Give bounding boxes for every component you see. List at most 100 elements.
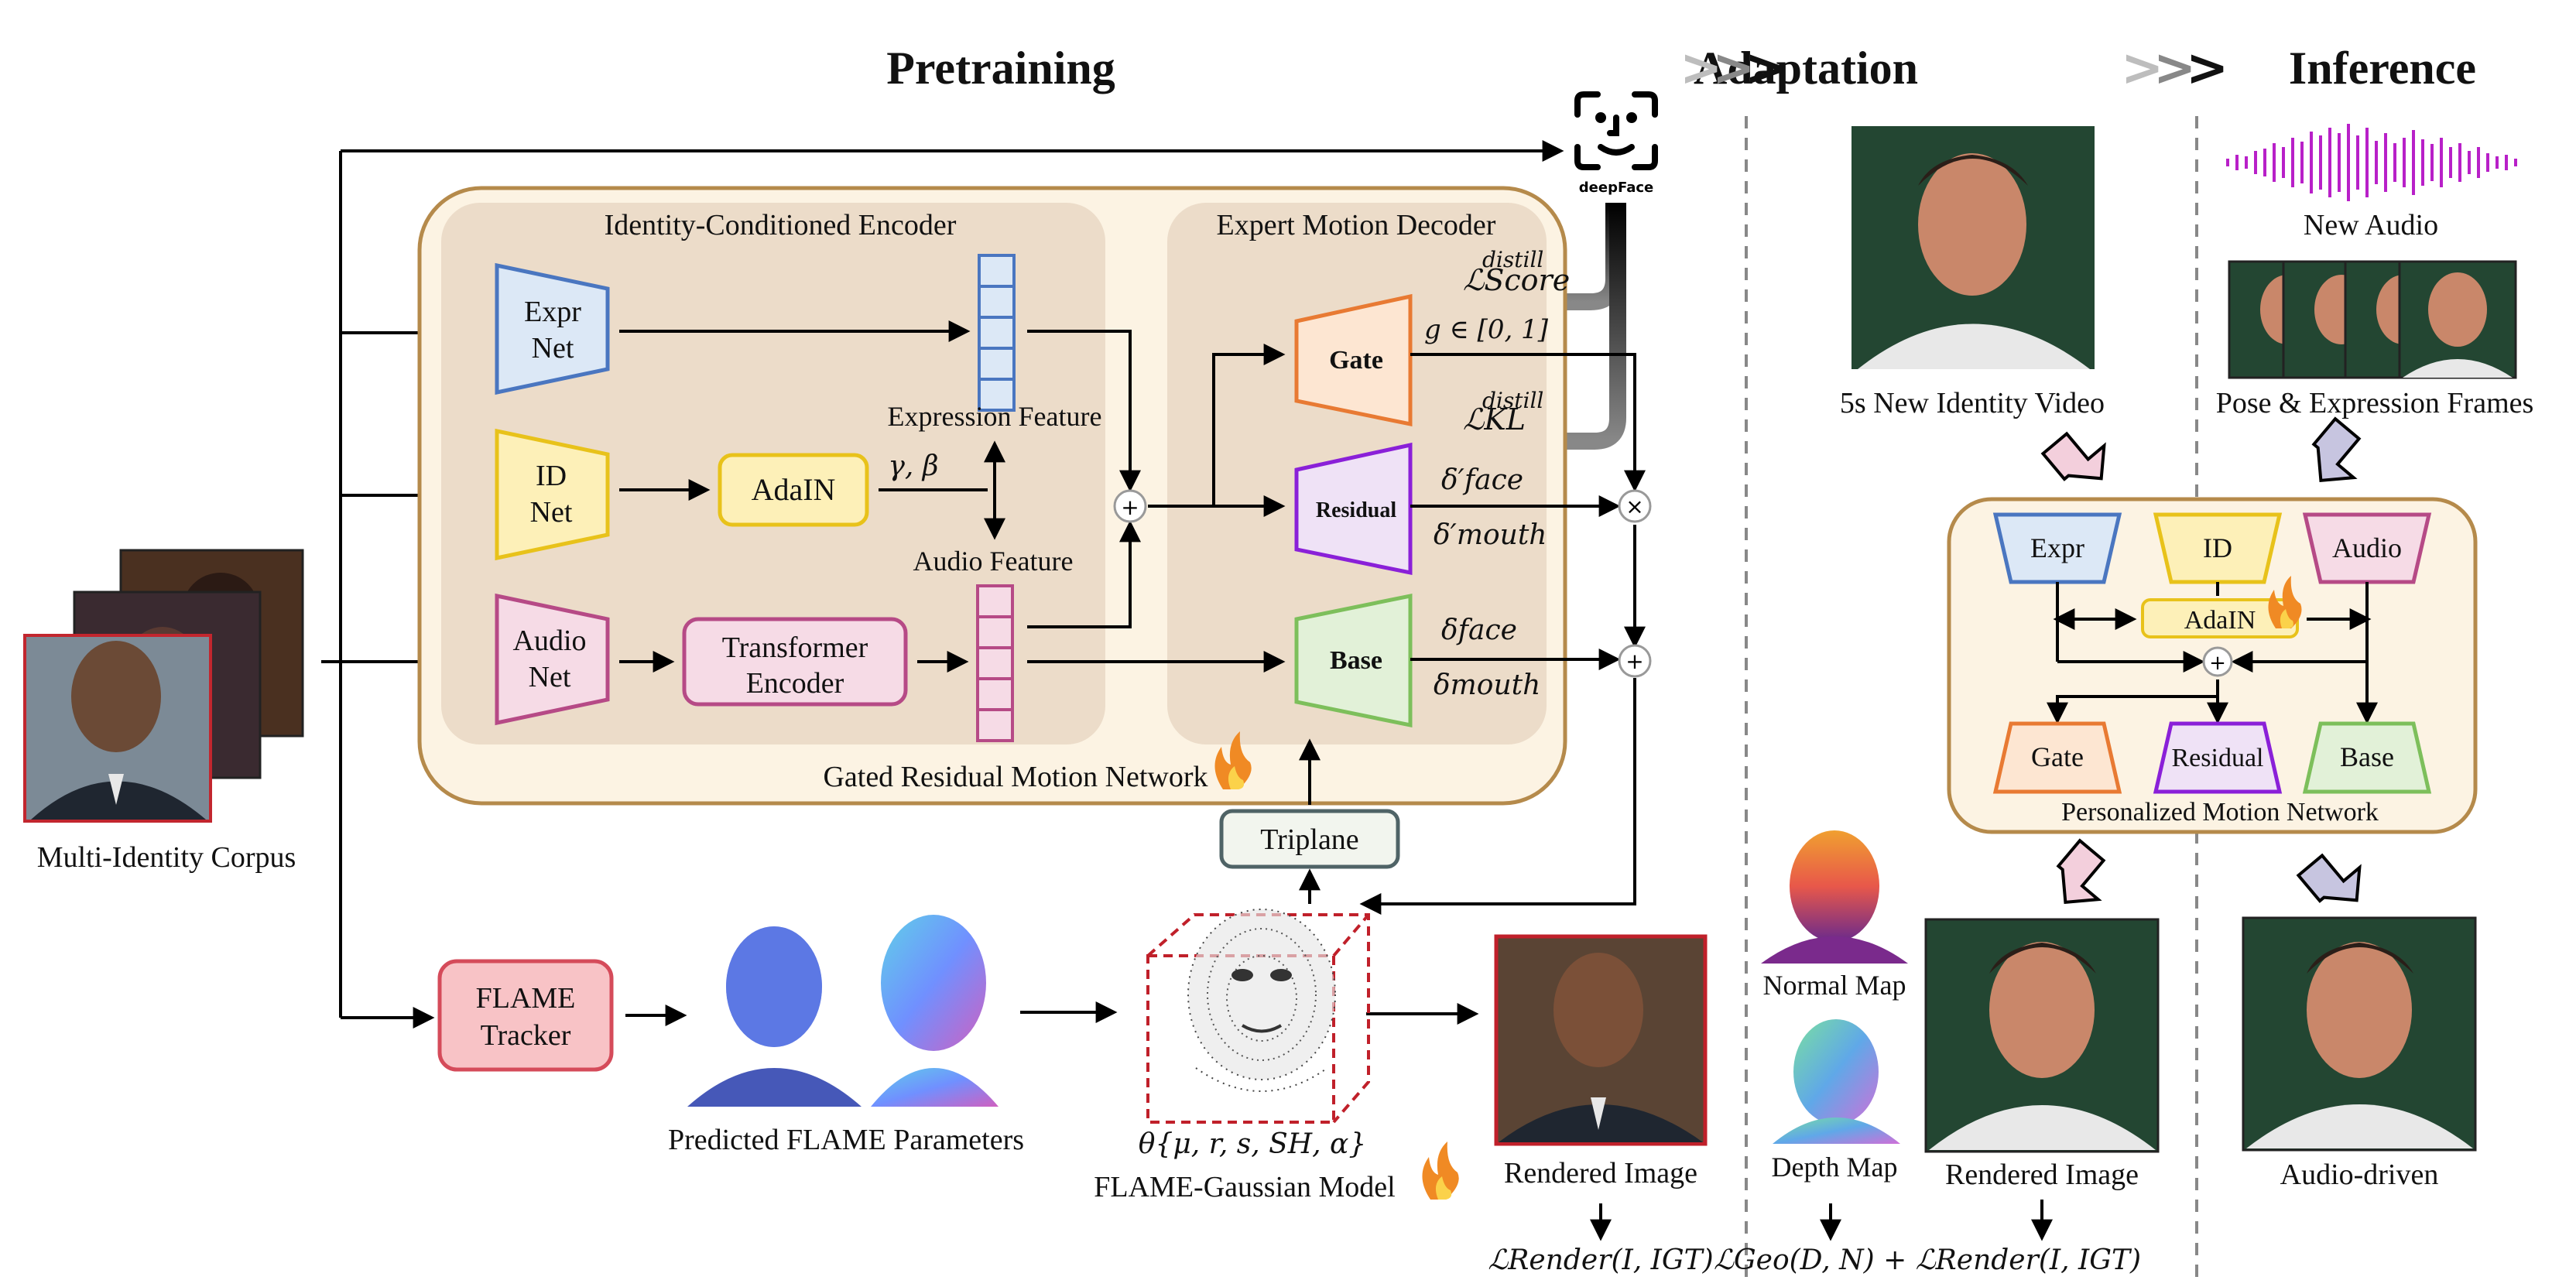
corpus-label: Multi-Identity Corpus — [37, 841, 296, 874]
loss-score: ℒScore distill — [1463, 247, 1570, 297]
audio-driven-output — [2242, 916, 2477, 1152]
svg-text:>: > — [1745, 38, 1787, 98]
decoder-arrows — [1299, 353, 1646, 915]
depth-map — [1773, 1019, 1900, 1144]
deepface-label: deepFace — [1579, 180, 1653, 196]
transformer-encoder — [682, 617, 908, 707]
svg-text:>: > — [2186, 38, 2228, 98]
pmn-audio — [2302, 512, 2432, 584]
predicted-flame-label: Predicted FLAME Parameters — [668, 1124, 1024, 1156]
base-label: Base — [1330, 646, 1382, 675]
audio-feature-vector — [976, 584, 1014, 742]
title-inference: Inference — [2289, 43, 2476, 94]
expr-net-label-1: Expr — [524, 296, 581, 328]
pose-expression-frames — [2228, 260, 2517, 379]
video-label: 5s New Identity Video — [1840, 387, 2105, 419]
times-node: × — [1618, 489, 1652, 523]
audio-feature-label: Audio Feature — [913, 546, 1074, 577]
gamma-beta-label: γ, β — [888, 450, 938, 482]
pmn-audio-label: Audio — [2332, 532, 2402, 563]
audio-driven-label: Audio-driven — [2280, 1159, 2439, 1191]
flame-icon-gaussian — [1422, 1142, 1459, 1200]
svg-text:×: × — [1625, 494, 1643, 519]
normal-map-label: Normal Map — [1763, 970, 1906, 1001]
pmn-expr-label: Expr — [2030, 532, 2084, 563]
new-audio-label: New Audio — [2304, 209, 2438, 241]
svg-text:>: > — [2153, 38, 2196, 98]
triplane-box — [1219, 809, 1400, 869]
rendered-image-label-pre: Rendered Image — [1504, 1157, 1697, 1189]
infer-arrow-in — [2311, 416, 2362, 483]
pmn-flame-icon — [2268, 576, 2302, 628]
residual-expert — [1294, 442, 1413, 576]
audio-net — [495, 593, 610, 726]
adapt-arrow-in — [2040, 431, 2106, 481]
pmn-plus-node: + — [2202, 646, 2233, 677]
title-adaptation: Adaptation — [1694, 43, 1918, 94]
corpus-stack — [23, 549, 304, 823]
triplane-label: Triplane — [1260, 823, 1358, 856]
flame-icon — [1214, 731, 1252, 789]
encoder-title: Identity-Conditioned Encoder — [605, 209, 957, 241]
svg-text:distill: distill — [1482, 247, 1543, 272]
deepface-icon — [1574, 91, 1658, 170]
svg-text:ℒScore: ℒScore — [1463, 263, 1570, 297]
delta-mouth-prime: δ′mouth — [1434, 519, 1547, 551]
rendered-image-adaptation — [1924, 918, 2160, 1153]
gaussian-head-mesh — [1187, 909, 1336, 1092]
svg-text:+: + — [1121, 495, 1139, 520]
pmn-base — [2302, 721, 2432, 794]
gate-expert — [1294, 293, 1413, 427]
expression-feature-vector — [978, 254, 1016, 412]
expr-net — [495, 262, 610, 395]
flame-tracker-label-2: Tracker — [481, 1019, 571, 1052]
svg-text:>: > — [1680, 38, 1722, 98]
adapt-arrow-out — [2056, 838, 2106, 905]
delta-face-prime: δ′face — [1441, 464, 1523, 496]
transformer-label-2: Encoder — [746, 667, 844, 700]
svg-text:distill: distill — [1482, 388, 1543, 413]
pmn-gate-label: Gate — [2031, 741, 2084, 772]
id-net-label-1: ID — [536, 460, 567, 492]
adain-box — [718, 453, 869, 527]
svg-text:>: > — [1712, 38, 1755, 98]
normal-map — [1761, 830, 1908, 964]
pmn-adain-label: AdaIN — [2184, 606, 2256, 635]
infer-arrow-out — [2296, 853, 2362, 903]
delta-face: δface — [1441, 614, 1517, 646]
loss-render-pre: ℒRender(I, IGT) — [1488, 1244, 1713, 1276]
gate-label: Gate — [1329, 346, 1383, 375]
decoder-title: Expert Motion Decoder — [1217, 209, 1496, 241]
plus-node-decoder: + — [1618, 644, 1652, 678]
theta-label: θ{μ, r, s, SH, α} — [1139, 1128, 1367, 1160]
pmn-base-label: Base — [2340, 741, 2394, 772]
pmn-gate — [1992, 721, 2122, 794]
id-net — [495, 428, 610, 561]
encoder-arrows — [619, 320, 1286, 673]
depth-map-label: Depth Map — [1772, 1152, 1898, 1183]
adaptation-loss: ℒGeo(D, N) + ℒRender(I, IGT) — [1714, 1244, 2141, 1276]
residual-label: Residual — [1316, 498, 1396, 522]
svg-text:+: + — [2209, 652, 2226, 675]
g-range-label: g ∈ [0, 1] — [1424, 314, 1549, 345]
pmn-id-label: ID — [2203, 532, 2232, 563]
audio-net-label-2: Net — [529, 661, 571, 693]
grmn-title: Gated Residual Motion Network — [823, 761, 1208, 793]
rendered-image-label-adapt: Rendered Image — [1945, 1159, 2139, 1191]
flame-blue-overlay — [687, 926, 862, 1107]
expr-net-label-2: Net — [532, 332, 574, 365]
new-identity-video — [1852, 126, 2095, 369]
corpus-arrows — [321, 140, 1564, 1029]
svg-text:ℒKL: ℒKL — [1463, 402, 1526, 436]
expression-feature-label: Expression Feature — [888, 401, 1102, 432]
svg-text:+: + — [1625, 649, 1643, 674]
pmn-expr — [1992, 512, 2122, 584]
pmn-residual — [2153, 721, 2283, 794]
pmn-arrows — [2047, 582, 2378, 724]
pmn-id — [2153, 512, 2283, 584]
audio-net-label-1: Audio — [513, 625, 587, 657]
separator-1: > > > — [1680, 38, 1787, 98]
base-expert — [1294, 593, 1413, 728]
